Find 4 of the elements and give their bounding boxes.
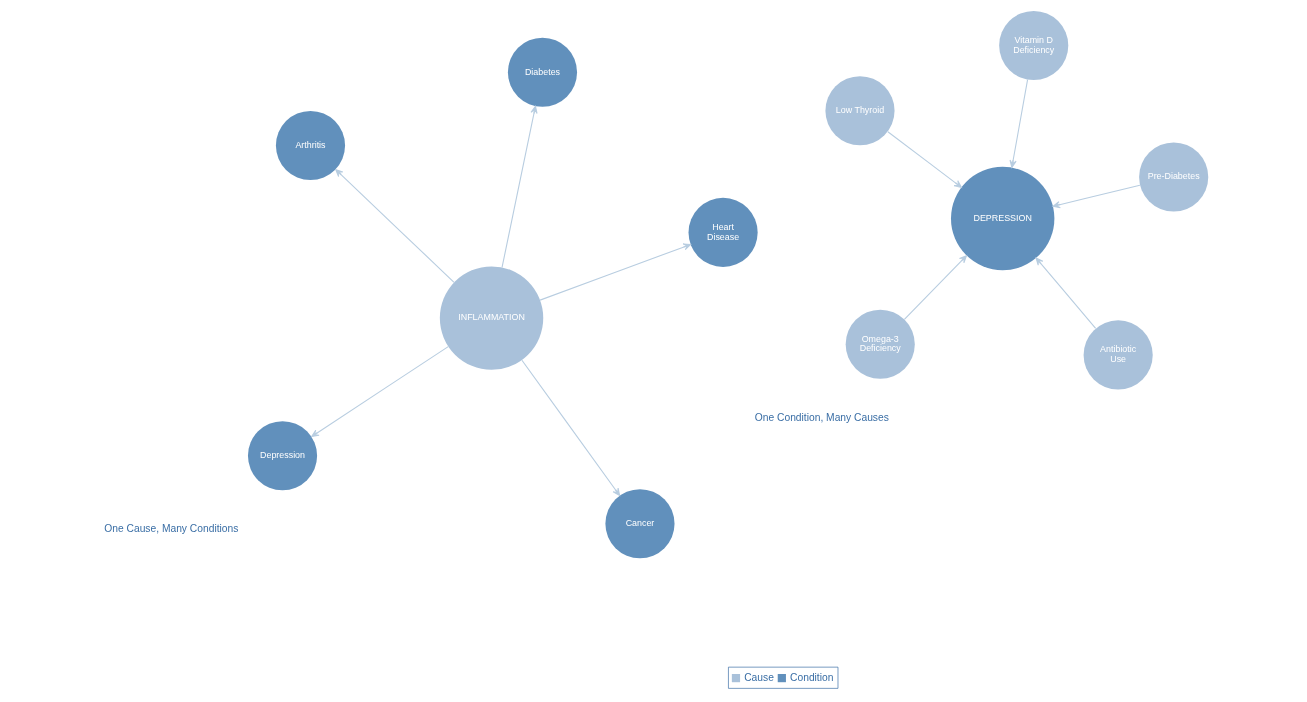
legend-label: Condition: [790, 671, 834, 683]
label: One Condition, Many Causes: [754, 411, 889, 423]
label: One Cause, Many Conditions: [104, 523, 239, 535]
legend-label: Cause: [744, 671, 774, 683]
